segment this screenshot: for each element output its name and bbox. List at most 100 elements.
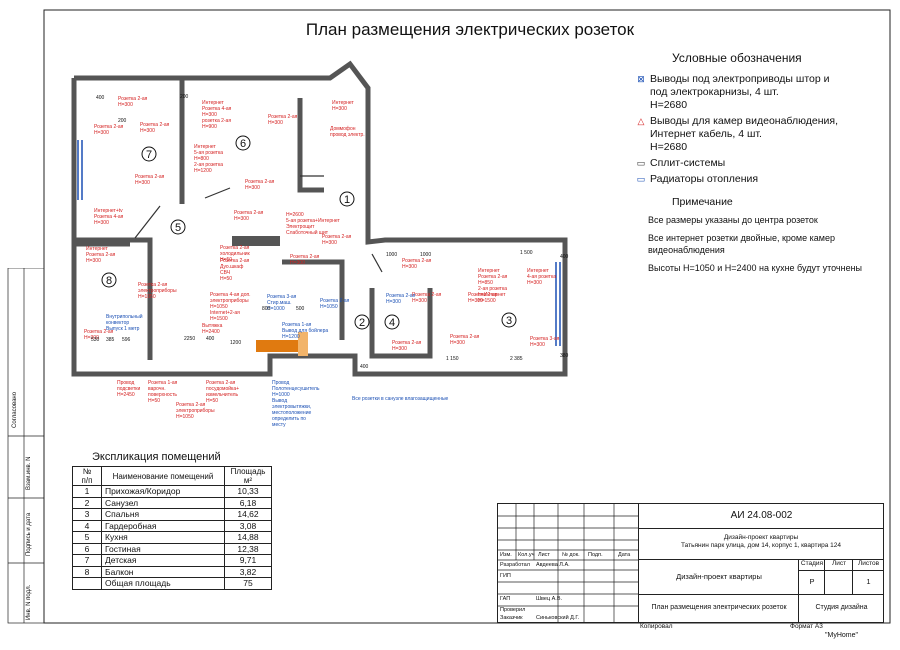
room-numbers: 1 2 3 4 5 6 7 8: [101, 135, 517, 330]
person-name: Швец А.В.: [536, 596, 563, 602]
person-name: Синьковский Д.Г.: [536, 615, 580, 621]
total-value: 75: [224, 577, 272, 590]
dims-socket-label: 1 500: [520, 250, 533, 256]
wall-room5-kitchen: [74, 237, 153, 360]
side-label: Согласовано: [12, 391, 18, 428]
kitchen-counter: [298, 332, 308, 356]
row-name: Кухня: [101, 531, 225, 544]
col-date: Дата: [618, 552, 631, 558]
dims-socket-label: 1000: [420, 252, 431, 258]
row-name: Санузел: [101, 496, 225, 509]
room-number: 2: [359, 317, 365, 329]
dims-socket-label: 200: [118, 118, 127, 124]
col-area: Площадь м²: [224, 466, 272, 486]
row-name: Спальня: [101, 508, 225, 521]
side-label: Инв. N подл.: [26, 584, 32, 620]
wall-room4: [369, 288, 433, 359]
room-number: 7: [146, 149, 152, 161]
room-explication: Экспликация помещений № п/п Наименование…: [72, 451, 272, 590]
blue-socket-label: Все розетки в санузле влагозащищенные: [352, 396, 449, 402]
dims-socket-label: 500: [296, 306, 305, 312]
table-header: № п/п Наименование помещений Площадь м²: [72, 466, 272, 486]
row-area: 6,18: [224, 496, 272, 509]
split-system-icon: ▭: [636, 158, 646, 168]
project-address: Дизайн-проект квартиры Татьянин парк ули…: [638, 528, 883, 560]
legend-item: △Выводы для камер видеонаблюдения, Интер…: [632, 115, 882, 154]
project-name: Дизайн-проект квартиры: [638, 560, 799, 595]
note-item: Высоты H=1050 и H=2400 на кухне будут ут…: [648, 263, 863, 273]
dims-socket-label: 380: [560, 353, 569, 359]
col-name: Наименование помещений: [101, 466, 225, 486]
room-number: 3: [506, 315, 512, 327]
row-number: 3: [72, 508, 102, 521]
bath-block: [232, 236, 280, 246]
col-change: Изм.: [500, 552, 512, 558]
dims-socket-label: 2 385: [510, 356, 523, 362]
room-number: 8: [106, 275, 112, 287]
dims-socket-label: 400: [560, 254, 569, 260]
dims-socket-label: 1000: [386, 252, 397, 258]
row-number: 7: [72, 554, 102, 567]
row-number: 2: [72, 496, 102, 509]
curtain-drive-icon: ⊠: [637, 74, 645, 84]
sheet-title: План размещения электрических розеток: [638, 594, 799, 622]
title-block: Изм. Кол.уч Лист № док. Подп. Дата Разра…: [497, 503, 884, 639]
row-area: 14,62: [224, 508, 272, 521]
row-area: 3,08: [224, 519, 272, 532]
notes: Примечание Все размеры указаны до центра…: [648, 196, 888, 280]
explication-heading: Экспликация помещений: [92, 451, 221, 463]
doors: [134, 175, 383, 273]
sheet-label: Лист: [824, 560, 853, 571]
copied-label: Копировал: [640, 623, 673, 630]
dims-socket-label: 400: [360, 364, 369, 370]
stage-label: Стадия: [798, 560, 825, 571]
row-area: 9,71: [224, 554, 272, 567]
row-name: Гардеробная: [101, 519, 225, 532]
col-sign: Подп.: [588, 552, 603, 558]
dims-socket-label: 1200: [230, 340, 241, 346]
row-name: Детская: [101, 554, 225, 567]
radiator-icon: ▭: [636, 174, 646, 184]
sheets-label: Листов: [852, 560, 884, 571]
dims-socket-label: 800: [262, 306, 271, 312]
dims-socket-label: 596: [122, 337, 131, 343]
sheets-value: 1: [852, 570, 884, 595]
door-3: [371, 253, 383, 273]
note-item: Все интернет розетки двойные, кроме каме…: [648, 233, 835, 255]
room-number: 1: [344, 194, 350, 206]
col-doc: № док.: [562, 552, 580, 558]
note-item: Все размеры указаны до центра розеток: [648, 215, 818, 225]
legend: Условные обозначения ⊠Выводы под электро…: [632, 52, 882, 189]
col-count: Кол.уч: [518, 552, 535, 558]
wall-bath: [282, 259, 345, 340]
row-area: 14,88: [224, 531, 272, 544]
room-number: 6: [240, 138, 246, 150]
